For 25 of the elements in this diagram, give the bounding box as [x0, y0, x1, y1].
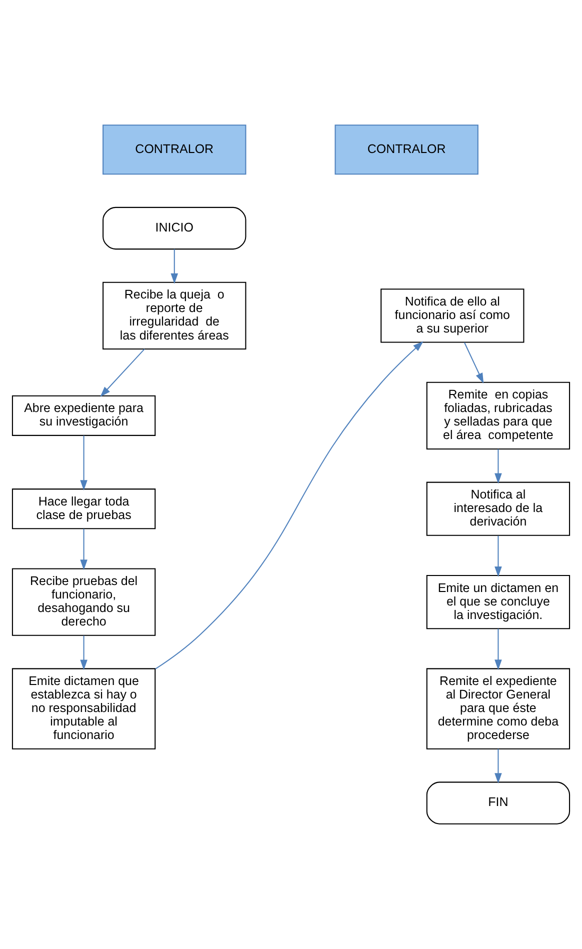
arrow	[494, 449, 502, 484]
node-box: CONTRALOR	[102, 124, 246, 175]
node-box: Notifica al interesado de la derivación	[426, 482, 570, 536]
node-box: Emite dictamen que establezca si hay o no responsabilidad imputable al funcionario	[12, 668, 156, 750]
arrow	[494, 628, 502, 670]
node-box: Hace llegar toda clase de pruebas	[12, 488, 156, 530]
arrow	[80, 528, 88, 570]
node-box: Emite un dictamen en el que se concluye la investigación.	[426, 574, 570, 630]
arrow	[80, 636, 88, 670]
arrow	[494, 748, 502, 784]
node-box: Recibe la queja o reporte de irregularidad de las diferentes áreas	[102, 282, 246, 350]
node-box: Abre expediente para su investigación	[12, 395, 156, 436]
arrow	[80, 436, 88, 491]
node-box: INICIO	[102, 206, 246, 250]
node-box: Notifica de ello al funcionario así como a su superior	[380, 288, 524, 343]
arrow	[155, 341, 424, 670]
node-box: CONTRALOR	[334, 124, 478, 175]
arrow	[100, 348, 145, 397]
arrow	[494, 536, 502, 577]
node-box: Recibe pruebas del funcionario, desahogando su derecho	[12, 568, 156, 636]
node-box: FIN	[426, 782, 570, 824]
node-box: Remite en copias foliadas, rubricadas y selladas para que el área competente	[426, 382, 570, 450]
arrow	[464, 342, 484, 384]
node-box: Remite el expediente al Director General para que éste determine como deba procederse	[426, 668, 570, 750]
arrow	[170, 249, 178, 284]
